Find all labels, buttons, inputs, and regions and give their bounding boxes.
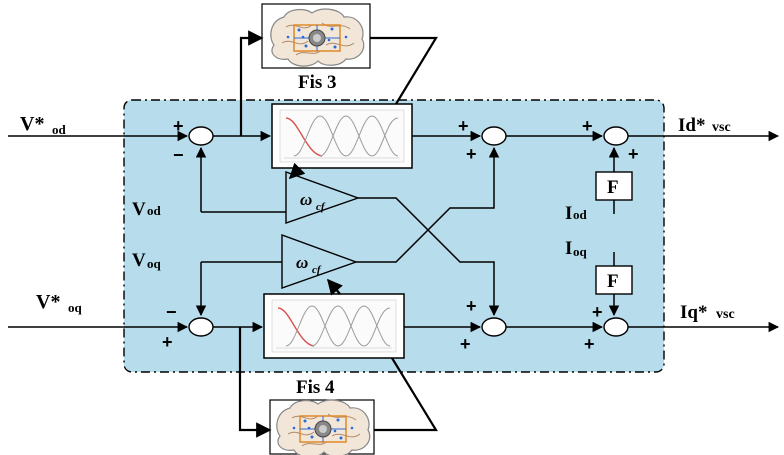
svg-text:+: + [466,296,477,316]
label-id-out: Id* vsc [678,115,731,136]
svg-text:+: + [582,116,593,136]
svg-text:+: + [592,302,603,322]
svg-text:vsc: vsc [716,307,735,322]
label-iq-out: Iq* vsc [680,302,735,323]
brain-circuit-icon [270,8,365,67]
summing-junction-2 [481,126,507,146]
label-v-oq: V oq [132,250,162,271]
label-v-od: V od [132,199,162,220]
svg-text:−: − [166,302,177,322]
svg-text:od: od [52,122,67,137]
summing-junction-5 [481,317,507,337]
svg-text:od: od [573,207,588,222]
svg-text:vsc: vsc [712,120,731,135]
filter-block-bottom [595,265,633,295]
fuzzy-membership-icon [271,103,413,169]
svg-text:oq: oq [68,300,83,315]
svg-text:+: + [173,116,184,136]
filter-block-top [595,171,633,201]
summing-junction-1 [188,126,214,146]
junction-signs: + − + + + + − + + + + + [162,116,639,354]
svg-text:oq: oq [147,256,162,271]
label-i-oq: I oq [565,238,588,259]
filter-label-bottom: F [607,271,619,292]
summing-junction-3 [603,126,629,146]
summing-junction-6 [603,317,629,337]
label-v-od-ref: V* od [20,113,67,137]
svg-text:+: + [458,116,469,136]
svg-text:V: V [132,199,146,220]
svg-text:+: + [584,334,595,354]
svg-text:+: + [460,334,471,354]
svg-text:+: + [466,144,477,164]
fuzzy-membership-icon [263,293,405,359]
svg-text:−: − [173,145,184,165]
filter-label-top: F [607,177,619,198]
controller-panel [123,99,665,373]
gain-sub-bottom: cf [312,264,322,276]
gain-sub-top: cf [316,201,326,213]
svg-text:I: I [565,238,572,259]
summing-junction-4 [188,317,214,337]
fis4-brain-box [269,399,375,455]
svg-text:V*: V* [36,291,60,313]
label-v-oq-ref: V* oq [36,291,83,315]
svg-text:od: od [147,203,162,218]
svg-text:V: V [132,250,146,271]
brain-circuit-icon [276,399,371,455]
svg-text:Id*: Id* [678,115,705,136]
gain-symbol-top: ω [300,190,312,209]
fis4-label: Fis 4 [296,377,335,398]
svg-text:+: + [162,332,173,352]
svg-text:Iq*: Iq* [680,302,707,323]
label-i-od: I od [565,203,588,224]
gain-triangle-top [285,171,361,224]
svg-text:+: + [628,144,639,164]
fis3-label: Fis 3 [298,72,337,93]
svg-text:V*: V* [20,113,44,135]
svg-text:oq: oq [573,244,588,259]
fis3-brain-box [261,3,371,69]
gain-symbol-bottom: ω [296,253,308,272]
svg-text:I: I [565,203,572,224]
